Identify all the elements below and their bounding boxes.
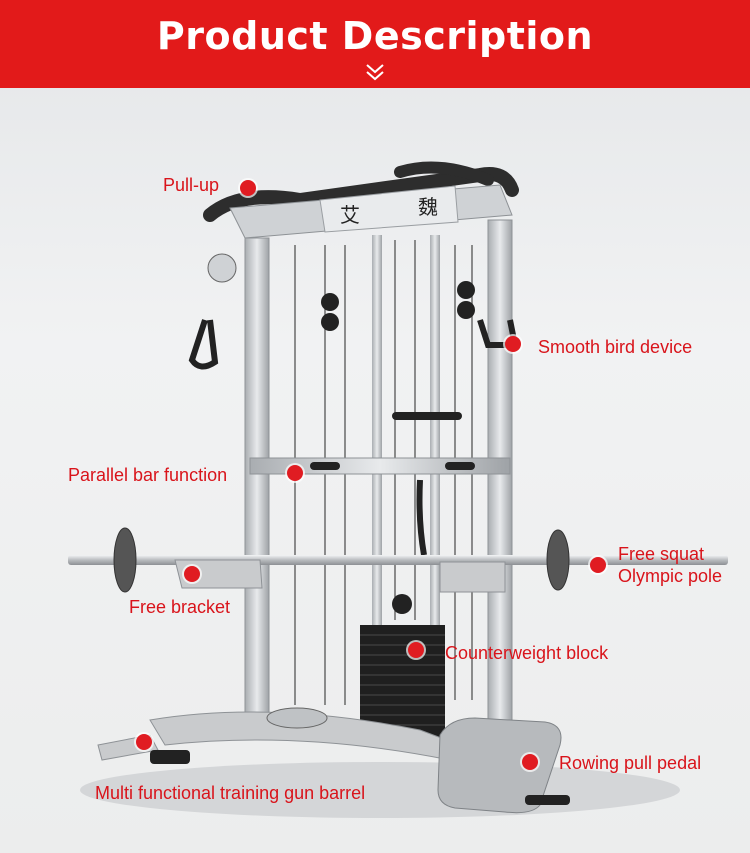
- label-counterweight: Counterweight block: [445, 643, 609, 663]
- weight-plate-left: [113, 527, 137, 593]
- label-pull-up: Pull-up: [163, 175, 220, 195]
- marker-rowing-pedal: [522, 754, 538, 770]
- label-gun-barrel: Multi functional training gun barrel: [95, 783, 366, 803]
- marker-pull-up: [240, 180, 256, 196]
- pull-up-frame: 艾 魏: [203, 161, 519, 239]
- handle-right: [477, 319, 519, 348]
- label-free-bracket: Free bracket: [129, 597, 231, 617]
- logo-char-1: 艾: [340, 203, 360, 227]
- footplate: [266, 707, 328, 729]
- free-bracket-right: [439, 561, 506, 593]
- label-olympic-pole: Olympic pole: [618, 566, 723, 586]
- center-rail-right: [430, 235, 440, 635]
- marker-gun-barrel: [136, 734, 152, 750]
- center-rail-left: [372, 235, 382, 635]
- label-free-squat: Free squat: [618, 544, 705, 564]
- marker-smooth-bird: [505, 336, 521, 352]
- logo-char-2: 魏: [418, 195, 438, 219]
- pulley-left-2: [321, 313, 339, 331]
- page-title: Product Description: [156, 14, 594, 58]
- marker-free-bracket: [184, 566, 200, 582]
- weight-stack: [360, 594, 445, 740]
- label-rowing-pedal: Rowing pull pedal: [559, 753, 702, 773]
- smith-machine-illustration: 艾 魏: [68, 161, 728, 818]
- handle-left: [188, 319, 219, 370]
- left-column: [244, 237, 270, 739]
- header-banner: Product Description: [0, 0, 750, 88]
- product-stage: 艾 魏: [0, 88, 750, 853]
- label-parallel-bar: Parallel bar function: [68, 465, 228, 485]
- marker-parallel-bar: [287, 465, 303, 481]
- pulley-right-2: [457, 301, 475, 319]
- pulley-right: [457, 281, 475, 299]
- pulley-left: [321, 293, 339, 311]
- label-smooth-bird: Smooth bird device: [538, 337, 693, 357]
- weight-plate-right: [546, 529, 570, 591]
- pulley-left-top: [207, 253, 237, 283]
- double-chevron-down-icon: [366, 64, 384, 81]
- marker-counterweight: [408, 642, 424, 658]
- marker-free-squat: [590, 557, 606, 573]
- tricep-rope: [416, 479, 427, 556]
